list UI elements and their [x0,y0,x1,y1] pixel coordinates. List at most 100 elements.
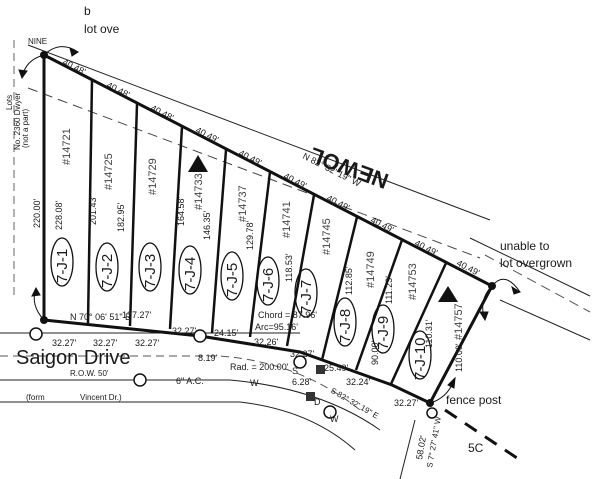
note-corner-tag: NINE [28,37,47,46]
triangle-marker-1 [188,155,208,172]
parcel-number-8: #14749 [365,251,377,288]
parcel-number-3: #14729 [147,158,159,195]
dim-front-a: 32.27' [52,338,77,348]
road-line-right-2 [499,299,591,341]
side-dim-6: 129.78' [245,220,255,250]
left-note-3: (not a part) [21,109,30,148]
triangle-marker-2 [438,286,458,302]
left-note-2: No. 2360 Dwyer [13,92,22,150]
dim-25-49: 25.49' [324,363,349,373]
rear-dim-8: 40.49' [369,215,395,235]
parcel-number-10: #14757 [453,303,465,340]
street-s: S [292,366,298,376]
bearing-front: N 70° 06' 51" E [70,312,131,322]
street-curve-2 [239,401,356,451]
curve-radius: Rad. = 200.00' [230,362,289,372]
note-right-2: lot overgrown [500,256,572,270]
lot-label-8: 7-J-8 [337,309,354,343]
parcel-number-7: #14745 [321,218,333,255]
side-dim-10: 90.00' [370,340,380,365]
road-line-top-2 [27,87,481,259]
rear-dim-1: 40.48' [61,57,87,77]
street-w-1: W [250,378,259,388]
bottom-line [399,419,416,479]
dim-137: 137.27' [122,310,152,320]
left-note-1: Lots [5,95,14,110]
road-line-top-1 [27,44,491,221]
dim-front-g: 32.27' [394,398,419,408]
dim-220: 220.00' [32,198,42,228]
street-row: R.O.W. 50' [70,369,109,378]
parcel-number-5: #14737 [237,185,249,222]
side-dim-9: 111.23' [384,276,394,304]
parcel-number-1: #14721 [61,128,73,165]
lot-label-10: 7-J-10 [412,337,429,380]
bearing-side: S 7° 27' 41" W [425,416,443,469]
rear-dim-3: 40.48' [149,103,175,123]
rear-dim-5: 40.49' [237,148,263,168]
street-d: D [314,397,321,407]
dim-58-02: 58.02' [414,434,428,460]
side-dim-8: 112.85' [344,266,354,295]
note-top-1: b [84,4,91,18]
street-centerline [0,355,361,411]
curve-arc: Arc=95.16' [255,322,298,332]
dim-front-d: 32.27' [172,326,197,336]
street-name: Saigon Drive [16,347,131,369]
lot-label-2: 7-J-2 [99,254,116,288]
control-points [29,51,496,419]
parcel-boundary [42,52,495,405]
lot-label-7: 7-J-7 [298,280,315,314]
lot-label-5: 7-J-5 [224,263,241,297]
lot-label-9: 7-J-9 [375,316,392,350]
side-dim-3: 182.95' [116,202,126,232]
side-dim-2: 201.43' [88,195,98,225]
dim-32-24: 32.24' [346,377,371,387]
lot-labels: 7-J-1 7-J-2 7-J-3 7-J-4 7-J-5 7-J-6 7-J-… [54,249,429,380]
side-dimensions: 228.08' 201.43' 182.95' 164.58' 146.35' … [54,195,394,365]
curve-chord: Chord = 87.96' [258,310,317,320]
road-line-right-dash [484,254,591,313]
dim-front-b: 32.27' [93,338,118,348]
parcel-number-9: #14753 [407,263,419,300]
side-dim-4: 164.58' [176,196,186,226]
side-dim-1: 228.08' [54,200,64,230]
lot-label-3: 7-J-3 [142,254,159,288]
rear-dim-7: 40.49' [325,193,351,213]
dim-24-15: 24.15' [214,328,239,338]
lot-label-6: 7-J-6 [260,268,277,302]
lot-label-1: 7-J-1 [54,249,71,283]
lot-dividers [86,79,448,385]
lot-label-4: 7-J-4 [182,257,199,291]
street-ac: 6" A.C. [176,376,204,386]
parcel-number-6: #14741 [281,201,293,238]
rear-dim-6: 40.49' [282,171,308,191]
note-right-1: unable to [500,239,550,253]
note-bottom-right: 5C [468,441,484,455]
dim-front-f: 32.27' [290,349,315,359]
misc-dimensions: 220.00' 137.27' 8.19' 6.28' 58.02' 32.27… [32,198,464,460]
dim-110-00: 110.00' [454,343,464,372]
rear-dimensions: 40.48' 40.48' 40.48' 40.49' 40.49' 40.49… [61,57,481,278]
dim-front-c: 32.27' [135,338,160,348]
street-formerly: (form [26,393,45,402]
side-dim-7: 118.53' [284,253,294,282]
side-dim-5: 146.35' [202,210,212,240]
dim-6-28: 6.28' [292,377,312,387]
lot-ovals [50,237,432,380]
note-top-2: lot ove [84,22,120,36]
dim-front-e: 32.26' [254,337,279,347]
rear-dim-4: 40.49' [194,125,220,145]
road-line-right-1 [469,237,591,297]
parcel-number-2: #14725 [103,153,115,190]
note-fence-post: fence post [446,393,502,407]
dim-110-31: 110.31' [424,319,434,348]
bottom-right-dash [444,408,521,462]
street-formerly-tail: Vincent Dr.) [80,393,122,402]
parcel-numbers: #14721 #14725 #14729 #14733 #14737 #1474… [61,128,465,340]
dim-8-19: 8.19' [198,353,218,363]
curve-street-name: NEWOL [306,142,392,194]
parcel-number-4: #14733 [193,173,205,210]
street-w-2: W [330,414,339,424]
